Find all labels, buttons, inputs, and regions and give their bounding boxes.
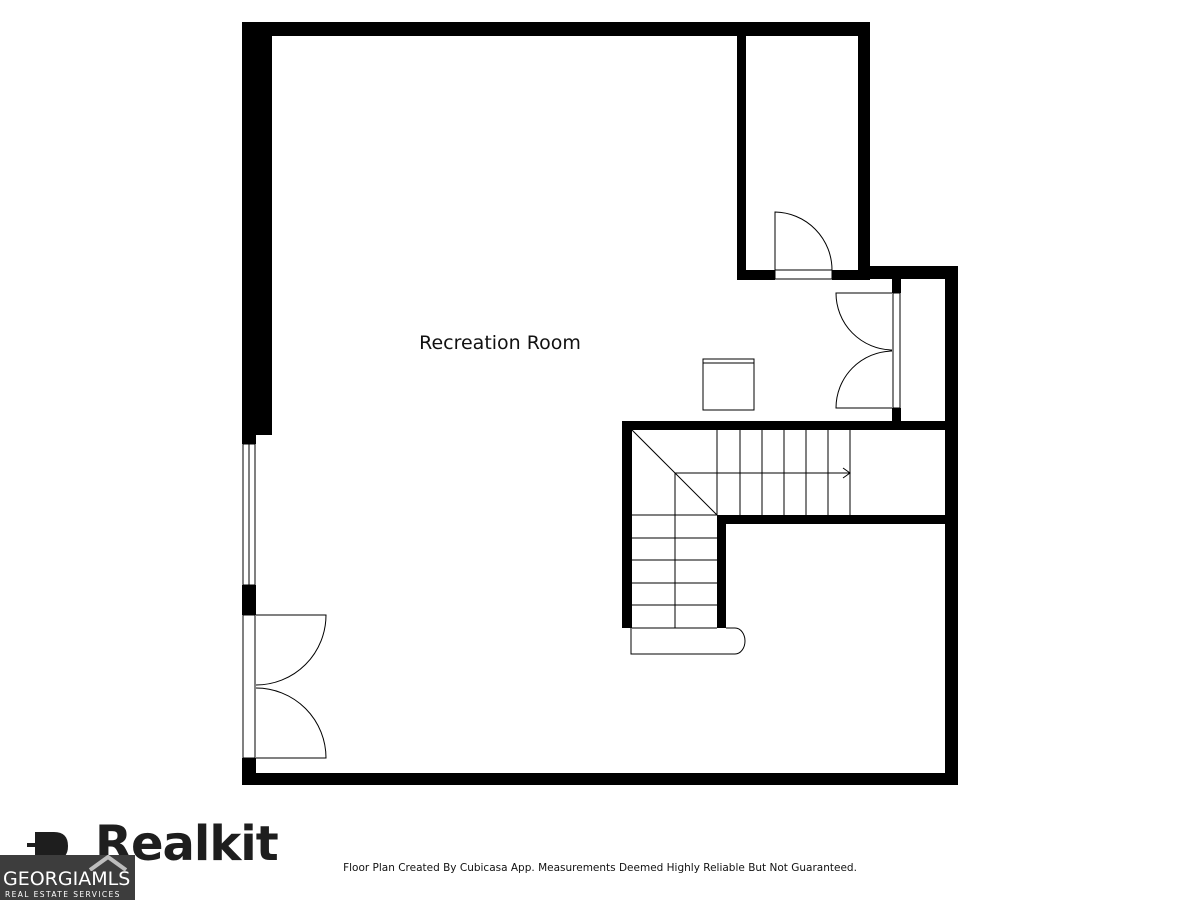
wall-right	[945, 266, 958, 785]
realkit-mark-icon	[27, 832, 68, 870]
wall-closet-bottom-right	[832, 270, 870, 280]
walls	[242, 22, 958, 785]
wall-stair-mid	[717, 515, 958, 524]
wall-closet-right	[858, 22, 870, 280]
gmls-logo-subtext: REAL ESTATE SERVICES	[5, 890, 121, 899]
wall-left-window-lip	[242, 432, 256, 444]
door-closet-frame	[774, 269, 833, 280]
door-small-closet-lower	[835, 350, 893, 409]
wall-closet-bottom-left	[737, 270, 775, 280]
stairs	[630, 429, 851, 655]
wall-small-closet-b	[892, 408, 901, 428]
gmls-logo-text: GEORGIAMLS	[3, 868, 131, 890]
wall-step-top	[858, 266, 958, 279]
wall-top	[242, 22, 870, 36]
wall-stair-top	[622, 421, 958, 430]
wall-stair-inner	[717, 515, 726, 628]
door-left-frame	[242, 614, 256, 759]
wall-stair-left	[622, 421, 632, 628]
door-small-closet-upper	[835, 292, 893, 351]
door-left-upper-swing	[255, 614, 327, 686]
fixture-box	[702, 358, 755, 411]
fixtures	[242, 211, 901, 759]
wall-left-middle	[242, 585, 256, 615]
wall-left-upper	[242, 22, 272, 435]
wall-bottom	[242, 773, 958, 785]
wall-small-closet-a	[892, 279, 901, 293]
room-label-recreation: Recreation Room	[419, 332, 581, 354]
house-roof-icon	[88, 855, 128, 871]
door-closet-swing	[774, 211, 833, 271]
door-left-lower-swing	[255, 687, 327, 759]
door-small-closet-frame	[892, 292, 901, 409]
wall-closet-left	[737, 34, 746, 280]
georgia-mls-logo: GEORGIAMLS REAL ESTATE SERVICES	[0, 855, 135, 900]
disclaimer-text: Floor Plan Created By Cubicasa App. Meas…	[343, 862, 857, 874]
